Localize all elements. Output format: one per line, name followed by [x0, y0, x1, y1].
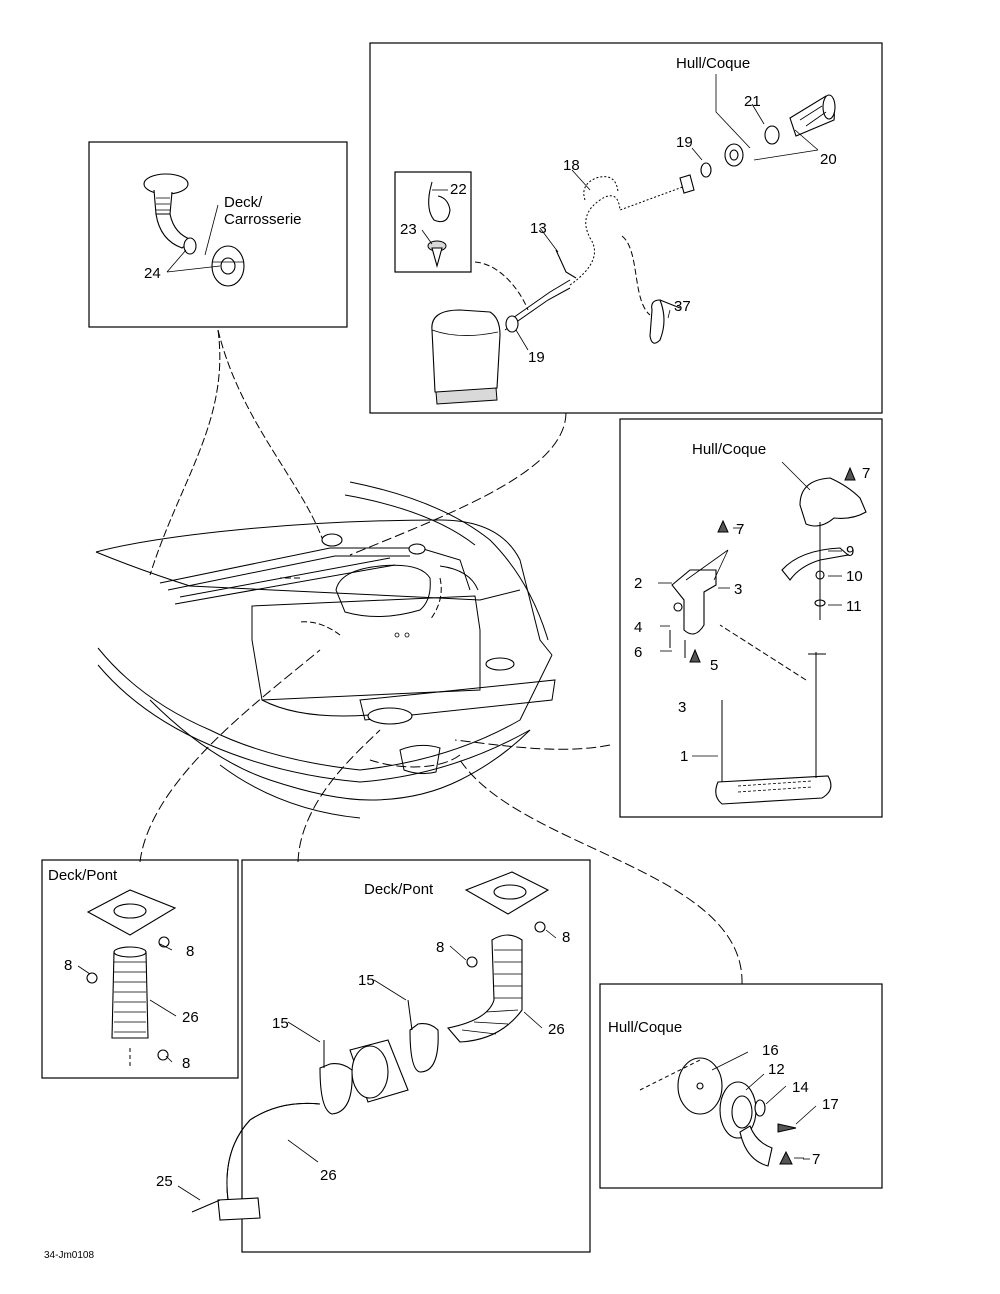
inset-deck-fitting	[88, 141, 348, 328]
inset-hull-bracket	[619, 418, 883, 818]
part-number: 24	[144, 265, 161, 282]
part-number: 8	[186, 943, 194, 960]
part-number: 19	[676, 134, 693, 151]
part-number: 16	[762, 1042, 779, 1059]
part-number: 1	[680, 748, 688, 765]
deck-fitting-assembly	[143, 173, 245, 287]
inset-deck-vent-center	[241, 859, 591, 1253]
part-number: 17	[822, 1096, 839, 1113]
label-hull-right: Hull/Coque	[692, 441, 766, 458]
part-number: 25	[156, 1173, 173, 1190]
part-number: 8	[64, 957, 72, 974]
part-number: 4	[634, 619, 642, 636]
part-number: 3	[734, 581, 742, 598]
inset-bilge-pump	[369, 42, 883, 414]
part-number: 2	[634, 575, 642, 592]
part-number: 13	[530, 220, 547, 237]
watercraft-rear-body	[95, 481, 556, 819]
part-number: 8	[436, 939, 444, 956]
label-deck-carrosserie: Deck/ Carrosserie	[224, 194, 302, 228]
part-number: 3	[678, 699, 686, 716]
callout-lines	[77, 74, 842, 1201]
part-number: 21	[744, 93, 761, 110]
part-number: 11	[846, 598, 862, 615]
part-number: 7	[736, 521, 744, 538]
hull-fitting-assembly	[639, 1057, 797, 1167]
part-number: 19	[528, 349, 545, 366]
part-number: 8	[562, 929, 570, 946]
part-number: 6	[634, 644, 642, 661]
part-number: 23	[400, 221, 417, 238]
part-number: 26	[548, 1021, 565, 1038]
label-deck-pont-center: Deck/Pont	[364, 881, 434, 898]
label-deck-pont-left: Deck/Pont	[48, 867, 118, 884]
part-number: 15	[272, 1015, 289, 1032]
hull-bracket-assembly	[669, 466, 867, 805]
part-number: 10	[846, 568, 863, 585]
part-number: 20	[820, 151, 837, 168]
part-number: 7	[862, 465, 870, 482]
part-number: 26	[182, 1009, 199, 1026]
inset-clip-detail	[394, 171, 472, 273]
part-number: 22	[450, 181, 467, 198]
inset-hull-fitting	[599, 983, 883, 1189]
part-number: 37	[674, 298, 691, 315]
dash-markers	[733, 527, 810, 1160]
part-number: 14	[792, 1079, 809, 1096]
diagram-code: 34-Jm0108	[44, 1250, 94, 1261]
deck-vent-left-assembly	[86, 889, 177, 1068]
part-number: 26	[320, 1167, 337, 1184]
label-hull-bottom-right: Hull/Coque	[608, 1019, 682, 1036]
label-deck-line1: Deck/	[224, 194, 263, 211]
part-number: 15	[358, 972, 375, 989]
part-number: 7	[812, 1151, 820, 1168]
part-number: 9	[846, 543, 854, 560]
part-number: 8	[182, 1055, 190, 1072]
label-deck-line2: Carrosserie	[224, 211, 302, 228]
part-number: 12	[768, 1061, 785, 1078]
part-number: 5	[710, 657, 718, 674]
leader-lines	[139, 329, 807, 985]
part-number: 18	[563, 157, 580, 174]
part-number-labels: 21 19 20 18 22 23 13 37 19 24 7 7 2 3 9 …	[64, 93, 870, 1190]
label-hull-top: Hull/Coque	[676, 55, 750, 72]
deck-vent-center-assembly	[191, 871, 550, 1221]
bilge-pump-assembly	[427, 94, 836, 405]
